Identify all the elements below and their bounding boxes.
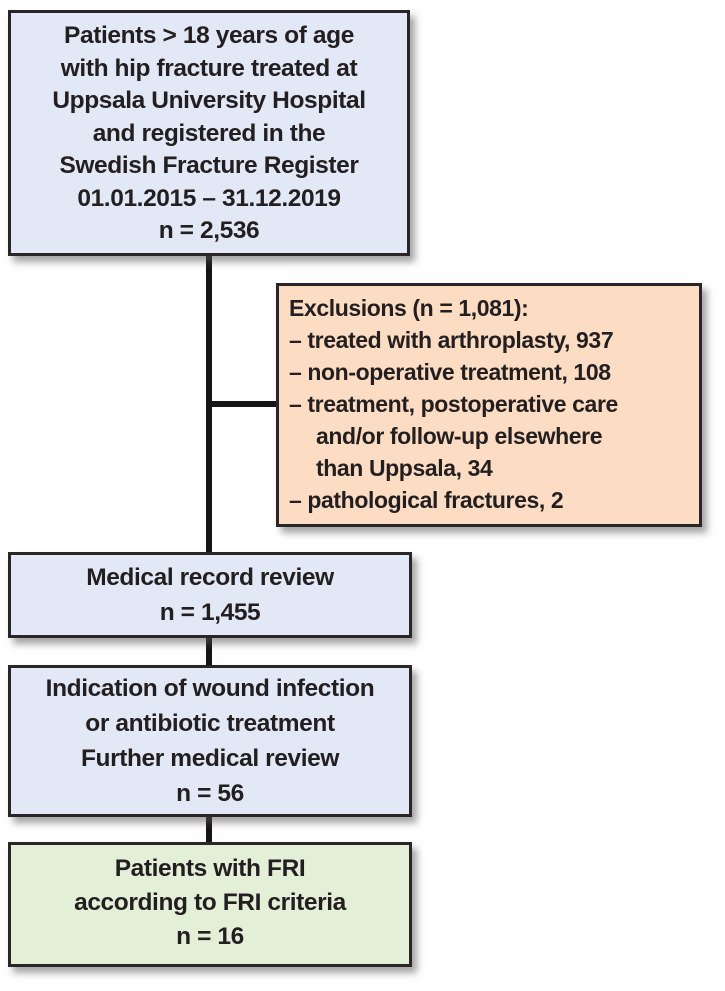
indication-line: or antibiotic treatment <box>85 710 335 737</box>
indication-line: Further medical review <box>80 745 340 772</box>
indication-line: Indication of wound infection <box>45 675 375 702</box>
fri-patients-box: Patients with FRI according to FRI crite… <box>8 842 412 967</box>
exclusions-title: Exclusions (n = 1,081): <box>289 295 529 321</box>
medical-record-review-box: Medical record review n = 1,455 <box>8 552 412 638</box>
cohort-line: Uppsala University Hospital <box>52 87 366 114</box>
connector-branch-to-exclusions <box>209 401 279 407</box>
fri-line: Patients with FRI <box>114 855 306 882</box>
exclusion-item: – pathological fractures, 2 <box>289 487 564 513</box>
fri-line: according to FRI criteria <box>74 889 346 916</box>
cohort-line: Patients > 18 years of age <box>64 22 354 49</box>
exclusion-item: – treatment, postoperative care <box>289 391 618 417</box>
cohort-line: with hip fracture treated at <box>60 54 358 82</box>
fri-count: n = 16 <box>176 923 244 950</box>
cohort-line: Swedish Fracture Register <box>59 152 359 179</box>
cohort-line: and registered in the <box>92 119 326 147</box>
exclusion-item-continuation: and/or follow-up elsewhere <box>316 423 603 449</box>
indication-count: n = 56 <box>176 780 244 807</box>
connector-indication-to-fri <box>206 814 212 845</box>
exclusion-item: – treated with arthroplasty, 937 <box>289 327 614 353</box>
exclusion-item-continuation: than Uppsala, 34 <box>316 455 493 481</box>
wound-infection-indication-box: Indication of wound infection or antibio… <box>8 665 412 817</box>
exclusions-box: Exclusions (n = 1,081): – treated with a… <box>276 283 702 527</box>
review-line: Medical record review <box>86 564 334 591</box>
review-count: n = 1,455 <box>159 599 261 626</box>
cohort-box: Patients > 18 years of age with hip frac… <box>8 10 410 256</box>
cohort-line: 01.01.2015 – 31.12.2019 <box>77 184 341 212</box>
exclusion-item: – non-operative treatment, 108 <box>289 359 611 385</box>
connector-review-to-indication <box>206 636 212 668</box>
cohort-count: n = 2,536 <box>158 217 260 244</box>
